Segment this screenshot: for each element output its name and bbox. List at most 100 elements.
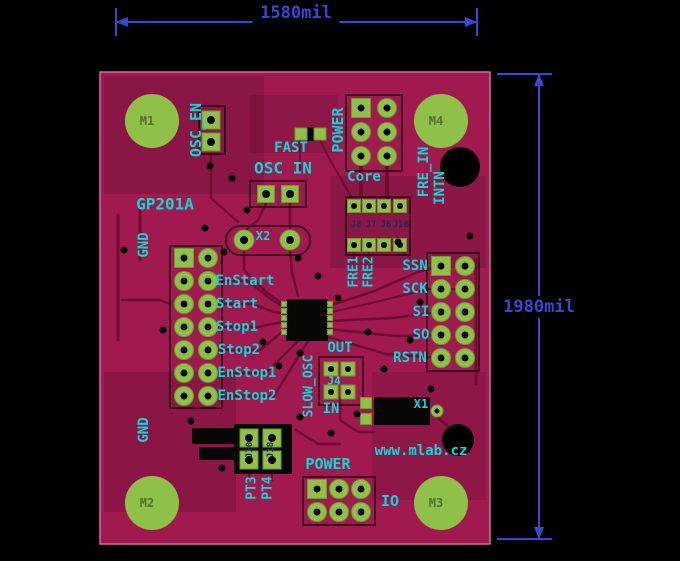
via [159, 326, 167, 334]
copper-zone [250, 95, 338, 153]
pad-u1[interactable] [327, 329, 333, 335]
pad-hole [313, 508, 321, 516]
silk-label-osc-en[interactable]: OSC_EN [187, 103, 205, 157]
pad-hole [180, 369, 188, 377]
pad-hole [461, 308, 469, 316]
silk-label-gnd[interactable]: GND [136, 417, 152, 442]
mount-hole-label-m1: M1 [140, 114, 154, 128]
dim-label-bg [495, 296, 583, 318]
pad-hole [313, 485, 321, 493]
pad-hole [383, 128, 391, 136]
pad-u1[interactable] [327, 301, 333, 307]
silk-label-enstop1[interactable]: EnStop1 [217, 365, 276, 381]
silk-label-enstop2[interactable]: EnStop2 [217, 388, 276, 404]
copper-trace [206, 279, 288, 310]
copper-zone [104, 76, 264, 194]
pad-u1[interactable] [281, 322, 287, 328]
pad-r1[interactable] [313, 127, 327, 141]
component-body [374, 397, 430, 425]
silk-label-slow-osc[interactable]: SLOW_OSC [302, 355, 317, 418]
via [334, 294, 342, 302]
silk-label-stop1[interactable]: Stop1 [216, 319, 258, 335]
dimension-width-label[interactable]: 1580mil [260, 3, 332, 23]
mount-hole-m1[interactable] [125, 94, 179, 148]
mount-hole-m3[interactable] [414, 476, 468, 530]
pad-u1[interactable] [327, 308, 333, 314]
silk-label-si[interactable]: SI [413, 304, 430, 320]
silk-label-fre2[interactable]: FRE2 [362, 256, 377, 287]
component-body [307, 127, 315, 141]
silk-label-ssn[interactable]: SSN [402, 258, 427, 274]
silk-label-x1[interactable]: X1 [414, 397, 428, 411]
copper-trace [206, 302, 288, 316]
pad-hole [180, 277, 188, 285]
silk-label-pt3[interactable]: PT3 [245, 476, 260, 499]
pad-hole [381, 203, 387, 209]
silk-label-gnd[interactable]: GND [136, 232, 152, 257]
pad-x1[interactable] [360, 413, 372, 425]
silk-label-fre-in[interactable]: FRE_IN [416, 147, 432, 198]
via [394, 238, 402, 246]
via [201, 224, 209, 232]
silk-label-j4[interactable]: J4 [327, 375, 341, 388]
silk-label-io[interactable]: IO [381, 492, 399, 510]
silk-label-intn[interactable]: INTN [432, 171, 448, 205]
silk-label-pt4[interactable]: PT4 [261, 476, 276, 500]
mount-hole-m2[interactable] [125, 476, 179, 530]
copper-trace [326, 335, 443, 360]
silk-label-in[interactable]: IN [323, 401, 340, 417]
pad-hole [383, 104, 391, 112]
dimension-height-label[interactable]: 1980mil [503, 297, 575, 317]
silk-label-enstart[interactable]: EnStart [215, 273, 274, 289]
pad-hole [204, 254, 212, 262]
copper-trace [294, 428, 342, 446]
silk-label-osc-in[interactable]: OSC IN [254, 159, 312, 178]
pad-hole [207, 138, 215, 146]
via [187, 417, 195, 425]
pad-hole [262, 190, 270, 198]
pad-u1[interactable] [281, 315, 287, 321]
silk-label-rstn[interactable]: RSTN [393, 350, 427, 366]
silk-label-gp201a[interactable]: GP201A [136, 195, 194, 214]
pad-hole [437, 308, 445, 316]
pad-u1[interactable] [327, 322, 333, 328]
pad-hole [357, 128, 365, 136]
pad-u1[interactable] [327, 315, 333, 321]
silk-label-start[interactable]: Start [216, 296, 258, 312]
footprint-outline [249, 180, 307, 208]
pad-hole [461, 331, 469, 339]
via [228, 174, 236, 182]
footprint-outline [345, 94, 403, 172]
pad-r1[interactable] [294, 127, 308, 141]
pad-hole [268, 456, 276, 464]
via [120, 246, 128, 254]
ref-label-j6: J6 [381, 220, 392, 230]
pad-hole [204, 392, 212, 400]
silk-label-power[interactable]: POWER [305, 455, 351, 473]
silk-label-out[interactable]: OUT [327, 340, 352, 356]
silk-label-sck[interactable]: SCK [402, 281, 428, 297]
via [218, 464, 226, 472]
pad-u1[interactable] [281, 329, 287, 335]
silk-label-stop2[interactable]: Stop2 [218, 342, 260, 358]
silk-label-www-mlab-cz[interactable]: www.mlab.cz [375, 443, 468, 459]
silk-label-fast[interactable]: FAST [274, 140, 308, 156]
pad-x1[interactable] [360, 397, 372, 409]
mount-hole-label-m2: M2 [140, 496, 154, 510]
copper-trace [326, 310, 443, 323]
silk-label-core[interactable]: Core [347, 169, 381, 185]
pad-u1[interactable] [281, 308, 287, 314]
pad-u1[interactable] [281, 301, 287, 307]
silk-label-x2[interactable]: X2 [256, 229, 270, 243]
silk-label-so[interactable]: SO [413, 327, 430, 343]
pad-hole [461, 285, 469, 293]
via [259, 338, 267, 346]
mount-hole-m4[interactable] [414, 94, 468, 148]
mount-hole-label-m3: M3 [429, 496, 443, 510]
pad-hole [328, 389, 334, 395]
silk-label-fre1[interactable]: FRE1 [347, 256, 362, 287]
pad-hole [357, 152, 365, 160]
silk-label-power[interactable]: POWER [329, 106, 347, 152]
pad-hole [437, 285, 445, 293]
